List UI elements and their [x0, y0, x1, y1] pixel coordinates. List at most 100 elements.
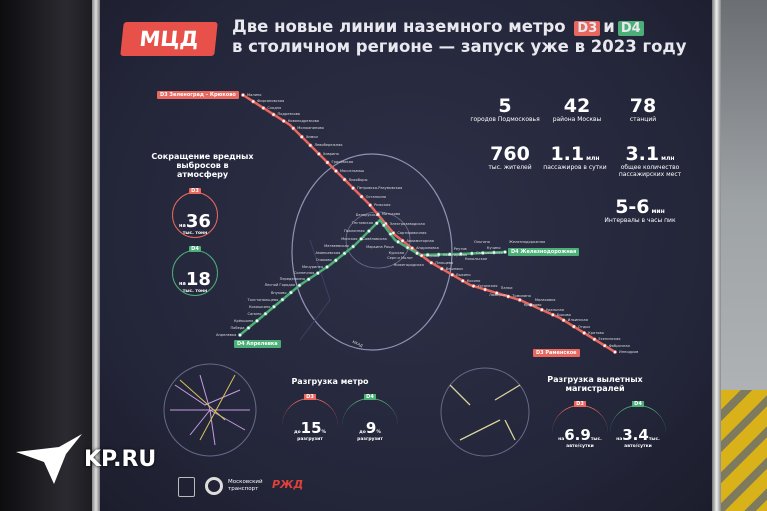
line-badge: D4 — [511, 249, 519, 255]
d3-badge: D3 — [304, 394, 316, 400]
d3-badge: D3 — [189, 188, 201, 194]
d4-badge: D4 — [189, 246, 201, 252]
d3-station-dot — [359, 194, 364, 199]
d3-station-label: Грачёвская — [331, 160, 354, 165]
d3-station-label: Левобережная — [314, 143, 343, 148]
d3-station-label: Новоподрезково — [287, 118, 320, 123]
value: 9 — [365, 419, 377, 437]
d4-station-dot — [436, 252, 441, 257]
d4-station-label: Переделкино — [279, 277, 306, 282]
stat-unit: млн — [661, 155, 675, 162]
d4-station-label: Минская — [341, 236, 358, 241]
d3-station-label: Плющево — [435, 260, 454, 265]
d3-station-dot — [429, 260, 434, 265]
d3-station-label: Сортировочная — [397, 231, 427, 235]
d4-station-dot — [351, 244, 356, 249]
prefix: на — [616, 437, 623, 442]
d4-station-dot — [405, 245, 410, 250]
d4-station-label: Крёкшино — [233, 318, 254, 323]
d4-station-label: Лесной Городок — [264, 283, 296, 288]
d3-station-dot — [410, 246, 414, 251]
stat-label: Интервалы в часы пик — [604, 217, 676, 224]
d3-station-dot — [261, 106, 266, 110]
stat-value: 760 — [490, 143, 530, 165]
bird-logo-icon — [16, 434, 82, 484]
d3-station-dot — [317, 152, 321, 156]
d4-station-dot — [447, 252, 452, 257]
background-wall — [0, 0, 110, 511]
inner-ring — [345, 211, 411, 269]
d3-station-dot — [506, 294, 511, 299]
value: 6.9 — [564, 426, 591, 444]
d3-north-terminal: D3 Зеленоград – Крюково — [157, 91, 239, 99]
d4-station-label: Внуково — [270, 290, 287, 295]
caption: разгрузит — [297, 437, 323, 442]
d4-station-dot — [315, 271, 320, 276]
d3-station-label: Сходня — [267, 105, 282, 110]
d3-station-dot — [517, 298, 522, 302]
d4-station-label: Белорусская — [355, 213, 380, 218]
value: 15 — [300, 419, 322, 437]
d4-station-dot — [367, 229, 371, 233]
line-badge: D3 — [536, 350, 544, 356]
stat-value: 5-6 — [615, 196, 650, 218]
d4-station-dot — [272, 304, 276, 309]
d3-station-dot — [419, 253, 424, 258]
stat-unit: млн — [586, 155, 600, 162]
d3-station-label: Выхино — [456, 272, 471, 277]
d4-station-dot — [388, 232, 393, 236]
d3-station-dot — [528, 302, 533, 307]
emissions-heading: Сокращение вредных выбросов в атмосферу — [151, 152, 254, 180]
stat-unit: мин — [651, 208, 665, 215]
d4-station-dot — [425, 252, 430, 257]
d4-station-dot — [289, 290, 293, 295]
value: 36 — [185, 211, 211, 232]
d3-station-dot — [572, 324, 576, 329]
d4-station-label: Новогиреево — [442, 252, 468, 257]
d3-station-label: Малаховка — [534, 297, 556, 302]
stat-value: 5 — [498, 95, 512, 117]
d4-station-label: Аминьевская — [315, 251, 341, 256]
d3-station-dot — [271, 112, 276, 117]
d4-station-dot — [374, 221, 379, 226]
d3-station-dot — [494, 291, 499, 295]
unit: % — [321, 430, 327, 435]
stat-value: 3.1 — [625, 143, 660, 165]
d3-station-dot — [602, 343, 607, 348]
d4-station-dot — [381, 223, 386, 228]
station-dots — [238, 93, 617, 354]
caption: авто/сутки — [624, 444, 652, 449]
d3-station-dot — [483, 287, 488, 292]
d3-station-dot — [325, 160, 330, 165]
d4-station-dot — [415, 251, 419, 256]
d3-station-dot — [613, 350, 617, 354]
d3-station-dot — [550, 312, 555, 317]
d3-station-label: Рижская — [374, 203, 391, 208]
terminal-name: Апрелевка — [246, 341, 278, 347]
d4-station-label: Нижегородская — [393, 262, 424, 267]
terminal-name: Железнодорожная — [520, 249, 577, 255]
d3-station-label: Петровско-Разумовская — [357, 186, 403, 191]
d4-badge: D4 — [364, 394, 376, 400]
d3-station-label: Химки — [305, 134, 318, 139]
poster-pole-right — [712, 0, 721, 511]
title-line-2: в столичном регионе — запуск уже в 2023 … — [232, 37, 687, 56]
d4-station-label: Кокошкино — [248, 304, 271, 309]
kp-watermark: KP.RU — [14, 432, 156, 487]
d4-station-label: Реутов — [453, 247, 467, 252]
d3-station-label: Панки — [500, 286, 513, 290]
d3-station-label: Электрозаводская — [389, 221, 425, 226]
d4-station-dot — [306, 277, 311, 282]
metro-scheme-lines — [170, 374, 250, 446]
d3-station-label: Ухтомская — [477, 284, 498, 289]
d3-station-dot — [368, 203, 373, 208]
d3-station-label: Люберцы — [489, 292, 507, 297]
prefix: на — [558, 437, 565, 442]
